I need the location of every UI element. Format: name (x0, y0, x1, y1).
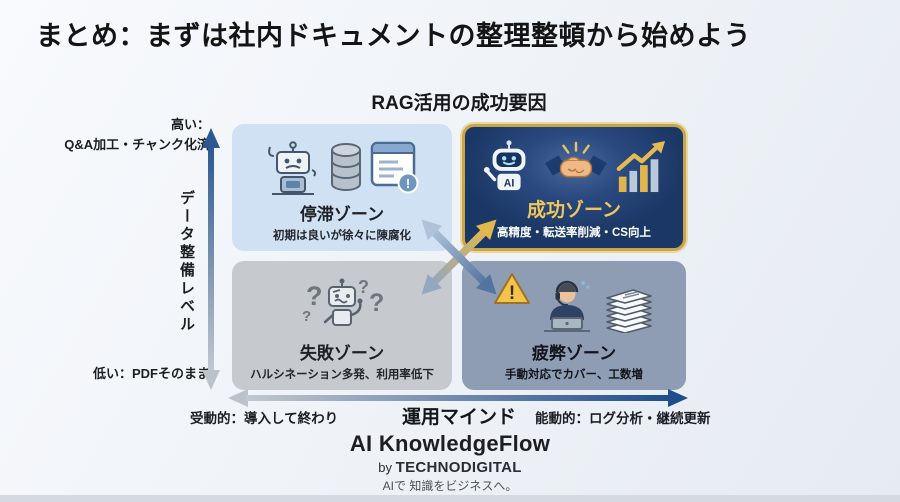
document-alert-icon: ! (370, 141, 419, 194)
question-glyph: ? (306, 281, 323, 311)
database-icon (331, 143, 361, 192)
footer-byline: by TECHNODIGITAL (0, 459, 900, 476)
x-axis-title: 運用マインド (401, 407, 516, 428)
support-agent-icon (544, 280, 590, 333)
y-axis-title: データ整備レベル (178, 190, 195, 334)
y-axis-arrow (202, 128, 220, 390)
alert-exclamation-glyph: ! (406, 176, 410, 191)
happy-ai-robot-icon: AI (483, 140, 526, 191)
quadrant-success-icons: AI (481, 133, 667, 201)
quadrant-failure-icons: ? ? ? ? (300, 267, 384, 345)
quadrant-exhaustion: ! (462, 261, 686, 390)
y-axis-high-line2: Q&A加工・チャンク化済 (64, 137, 210, 153)
bottom-bar (0, 495, 900, 502)
footer-brand: AI KnowledgeFlow (349, 431, 551, 456)
robot-chest-label: AI (504, 177, 515, 189)
quadrant-stagnation-icons: ! (264, 130, 420, 206)
growth-chart-icon (616, 141, 666, 193)
footer-by-prefix: by (378, 460, 392, 475)
x-axis-right-label: 能動的：ログ分析・継続更新 (535, 411, 711, 426)
warning-exclamation-glyph: ! (509, 283, 515, 304)
sad-robot-icon (268, 141, 317, 196)
question-glyph: ? (358, 277, 369, 297)
quadrant-failure: ? ? ? ? 失敗ゾーン ハルシネーション多発、利用率低下 (232, 261, 452, 390)
chart-title: RAG活用の成功要因 (371, 93, 547, 114)
quadrant-title: 失敗ゾーン (299, 344, 385, 364)
quadrant-title: 疲弊ゾーン (531, 344, 617, 364)
y-axis-high-line1: 高い： (170, 117, 210, 132)
quadrant-title: 停滞ゾーン (299, 205, 385, 225)
quadrant-subtitle: 初期は良いが徐々に陳腐化 (273, 230, 411, 242)
y-axis-high-label: 高い： Q&A加工・チャンク化済 (20, 115, 210, 155)
slide-title: まとめ：まずは社内ドキュメントの整理整頓から始めよう (36, 21, 751, 51)
paper-stack-icon (606, 289, 652, 334)
question-glyph: ? (369, 289, 384, 317)
footer-tagline: AIで 知識をビジネスへ。 (382, 479, 518, 493)
confused-robot-icon: ? ? ? ? (302, 277, 384, 327)
quadrant-exhaustion-icons: ! (493, 267, 655, 345)
handshake-icon (545, 141, 607, 178)
quadrant-matrix: ! 停滞ゾーン 初期は良いが徐々に陳腐化 AI (232, 124, 686, 390)
footer-company: TECHNODIGITAL (395, 459, 522, 476)
y-axis-low-label: 低い：PDFそのまま (92, 366, 210, 381)
x-axis-left-label: 受動的：導入して終わり (190, 411, 339, 426)
question-marks-icon: ? ? ? ? (302, 277, 384, 325)
quadrant-subtitle: 手動対応でカバー、工数増 (505, 369, 643, 381)
question-glyph: ? (302, 308, 311, 325)
warning-icon: ! (494, 273, 530, 304)
quadrant-success: AI 成功ゾーン 高精度・転送率削減・CS向上 (462, 124, 686, 251)
quadrant-subtitle: 高精度・転送率削減・CS向上 (497, 227, 651, 239)
quadrant-subtitle: ハルシネーション多発、利用率低下 (250, 369, 434, 381)
quadrant-title: 成功ゾーン (526, 200, 622, 222)
quadrant-stagnation: ! 停滞ゾーン 初期は良いが徐々に陳腐化 (232, 124, 452, 251)
